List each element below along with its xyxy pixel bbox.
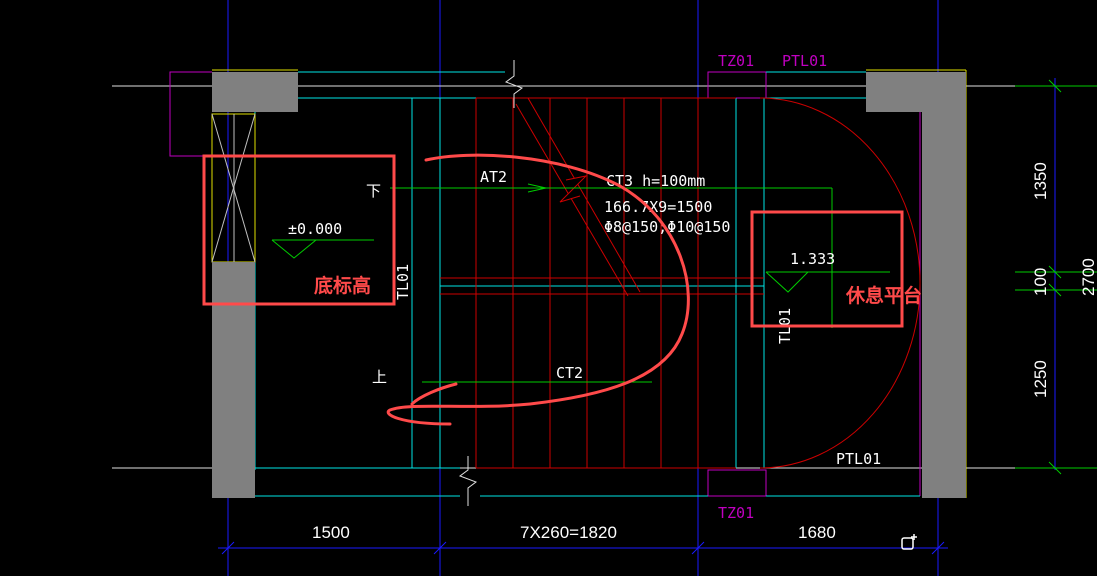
landing-elevation: 1.333 [790,250,835,268]
up-label: 上 [372,368,387,386]
dim-right-total: 2700 [1079,258,1097,296]
dim-bottom-mid: 7X260=1820 [520,523,617,542]
dim-right-mid: 100 [1031,268,1050,296]
floor-note-box [202,154,396,306]
dim-right-bottom: 1250 [1031,360,1050,398]
dim-right-top: 1350 [1031,162,1050,200]
rebar-label: Φ8@150;Φ10@150 [604,218,730,236]
tz01-top-label: TZ01 [718,52,754,70]
bottom-dimension-ticks [221,541,945,555]
edit-plus-icon[interactable] [900,533,918,551]
stair-treads [440,97,764,469]
column-outlines [169,71,921,497]
concrete-walls [212,72,966,498]
down-label: 下 [366,182,381,200]
tl01-left-label: TL01 [394,264,412,300]
break-symbols [458,60,524,506]
step-formula-label: 166.7X9=1500 [604,198,712,216]
ptl01-top-label: PTL01 [782,52,827,70]
landing-note-text: 休息平台 [845,284,922,307]
ct3-spec-label: CT3 h=100mm [606,172,705,190]
landing-note-box [750,210,904,328]
landing-arc [759,97,921,469]
floor-note-text: 底标高 [314,274,371,297]
ct2-label: CT2 [556,364,583,382]
at2-label: AT2 [480,168,507,186]
ptl01-bottom-label: PTL01 [836,450,881,468]
dim-bottom-left: 1500 [312,523,350,542]
dimension-ticks [1015,79,1097,475]
window-cross [211,113,256,263]
freehand-stroke [386,153,690,426]
tz01-bottom-label: TZ01 [718,504,754,522]
floor-elevation: ±0.000 [288,220,342,238]
freehand-tail [410,382,458,406]
dim-bottom-right: 1680 [798,523,836,542]
